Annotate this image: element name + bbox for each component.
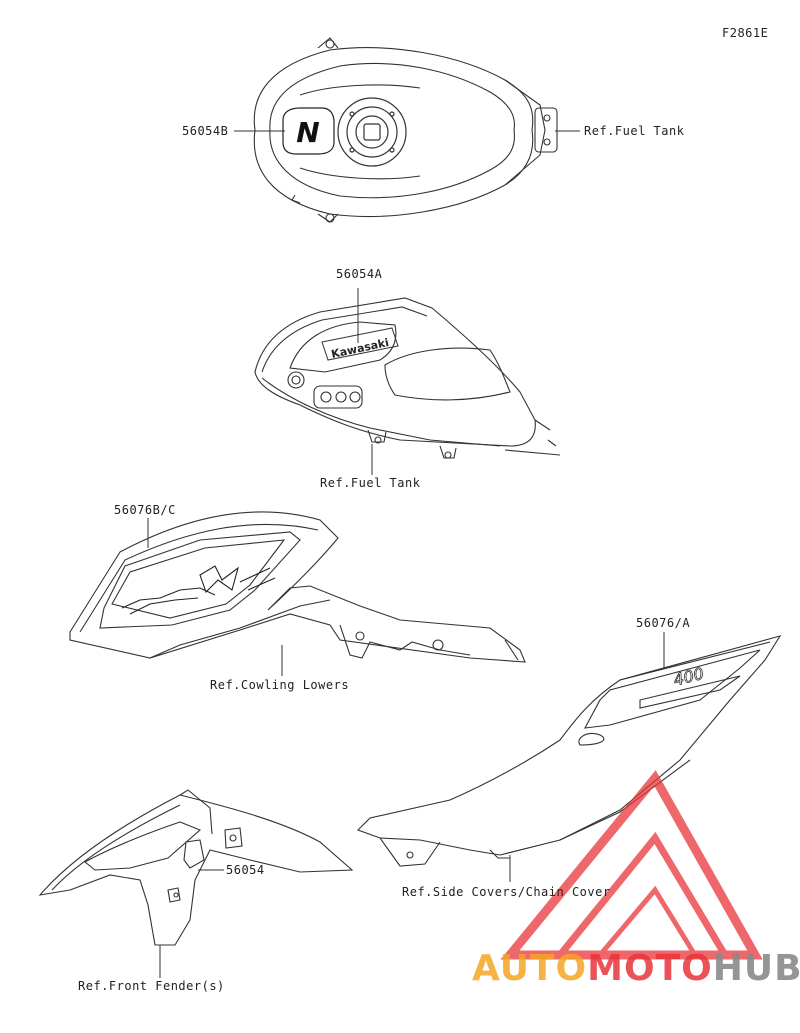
tank-side-brand-decal: Kawasaki bbox=[321, 327, 399, 361]
side-cover bbox=[357, 635, 782, 867]
callout-ref-front-fender: Ref.Front Fender(s) bbox=[78, 979, 225, 993]
tank-logo-decal: N bbox=[282, 107, 335, 155]
cowling-lower bbox=[69, 511, 526, 663]
tank-side-brand-text: Kawasaki bbox=[330, 336, 390, 361]
callout-ref-cowling-lowers: Ref.Cowling Lowers bbox=[210, 678, 350, 692]
cowling-graphic-decal bbox=[121, 565, 276, 615]
fuel-cap bbox=[337, 97, 407, 167]
callout-56054: 56054 bbox=[226, 863, 265, 877]
watermark-wordmark: AUTOMOTOHUB bbox=[472, 948, 800, 989]
callout-56054b: 56054B bbox=[182, 124, 229, 138]
watermark-moto: MOTO bbox=[587, 948, 713, 989]
leader-lines bbox=[147, 130, 665, 978]
figure-id: F2861E bbox=[722, 26, 769, 40]
front-fender bbox=[38, 789, 354, 946]
tank-logo-text: N bbox=[296, 116, 319, 149]
callout-ref-fuel-tank-side: Ref.Fuel Tank bbox=[320, 476, 421, 490]
fuel-tank-side bbox=[254, 297, 561, 459]
callout-56076bc: 56076B/C bbox=[114, 503, 176, 517]
watermark-hub: HUB bbox=[712, 948, 800, 989]
callout-56054a: 56054A bbox=[336, 267, 383, 281]
callout-56076a: 56076/A bbox=[636, 616, 691, 630]
callout-ref-side-covers: Ref.Side Covers/Chain Cover bbox=[402, 885, 611, 899]
callout-ref-fuel-tank-top: Ref.Fuel Tank bbox=[584, 124, 685, 138]
fuel-tank-top bbox=[253, 37, 558, 223]
watermark-logo bbox=[500, 770, 763, 960]
watermark-auto: AUTO bbox=[472, 948, 588, 989]
